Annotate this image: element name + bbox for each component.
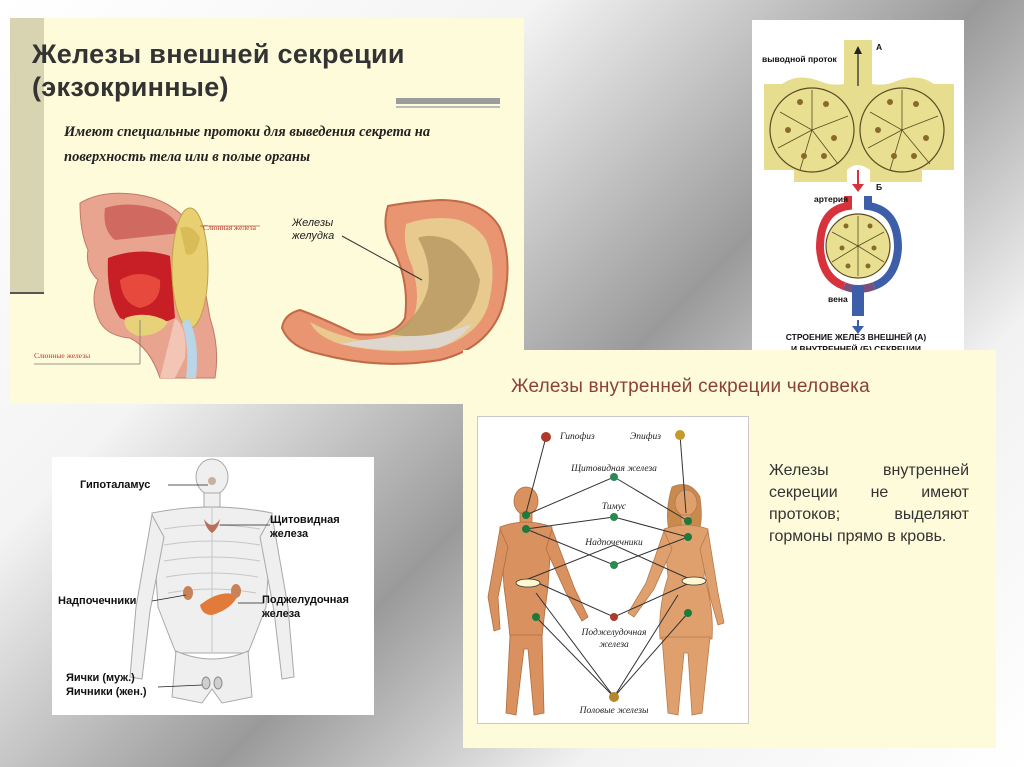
duct-label: выводной проток	[762, 54, 838, 64]
female-figure-illustration	[627, 484, 725, 716]
gland-structure-scheme: выводной проток А Б артерия вена СТРО	[752, 20, 964, 358]
gonads-label-line2: Яичники (жен.)	[66, 686, 147, 698]
endocrine-gland-diagram	[815, 170, 903, 334]
male-figure-illustration	[487, 486, 589, 716]
decorative-side-bar	[10, 18, 44, 294]
thyroid-label-line2: железа	[269, 528, 309, 540]
decorative-bar-line	[10, 292, 44, 294]
scheme-caption-line1: СТРОЕНИЕ ЖЕЛЕЗ ВНЕШНЕЙ (А)	[786, 331, 927, 342]
artery-label: артерия	[814, 194, 848, 204]
scheme-caption-line2: И ВНУТРЕННЕЙ (Б) СЕКРЕЦИИ	[791, 343, 921, 354]
pancreas-label-line1: Поджелудочная	[262, 594, 349, 606]
organ-markers	[183, 477, 241, 690]
pancreas-label-line1: Поджелудочная	[581, 627, 647, 638]
pancreas-label-line2: железа	[599, 640, 629, 650]
pancreas-label-line2: железа	[261, 608, 301, 620]
endocrine-title: Железы внутренней секреции человека	[511, 376, 870, 397]
adrenals-label: Надпочечники	[58, 595, 136, 607]
exocrine-panel: Железы внешней секреции (экзокринные) Им…	[10, 18, 524, 404]
stomach-label-line2: желудка	[291, 230, 334, 242]
head-cross-section-illustration	[79, 192, 218, 379]
stomach-pointer	[341, 235, 423, 281]
endocrine-figure: Гипофиз Эпифиз Щитовидная железа Тимус Н…	[477, 416, 749, 724]
adrenals-label: Надпочечники	[584, 537, 643, 548]
vein-label: вена	[828, 294, 848, 304]
epiphysis-label: Эпифиз	[630, 431, 661, 442]
body-anatomy-figure: Гипоталамус Щитовидная железа Надпочечни…	[52, 457, 374, 715]
gland-markers	[515, 430, 707, 702]
gonads-label: Половые железы	[579, 706, 649, 716]
stomach-label-line1: Железы	[291, 217, 333, 229]
thyroid-label-line1: Щитовидная	[270, 514, 340, 526]
stomach-illustration	[280, 198, 509, 365]
exocrine-title: Железы внешней секреции (экзокринные)	[32, 39, 405, 102]
title-rule-thin	[396, 106, 500, 108]
gonads-label-line1: Яички (муж.)	[66, 672, 135, 684]
exocrine-gland-diagram	[764, 40, 954, 184]
salivary-bottom-label: Слюнные железы	[34, 351, 90, 360]
exocrine-subtitle: Имеют специальные протоки для выведения …	[64, 124, 431, 165]
title-rule	[396, 98, 500, 104]
endocrine-panel: Железы внутренней секреции человека	[463, 350, 996, 748]
salivary-top-label: Слюнная железа	[203, 223, 257, 232]
pituitary-label: Гипофиз	[559, 431, 595, 442]
endocrine-description: Железы внутренней секреции не имеют прот…	[769, 462, 969, 545]
label-a: А	[876, 42, 882, 52]
hypothalamus-label: Гипоталамус	[80, 479, 150, 491]
thyroid-label: Щитовидная железа	[570, 463, 657, 474]
label-pointers	[151, 484, 270, 688]
label-b: Б	[876, 182, 882, 192]
exocrine-illustrations: Слюнная железа Слюнные железы Железы жел…	[34, 192, 509, 379]
thymus-label: Тимус	[602, 502, 627, 512]
